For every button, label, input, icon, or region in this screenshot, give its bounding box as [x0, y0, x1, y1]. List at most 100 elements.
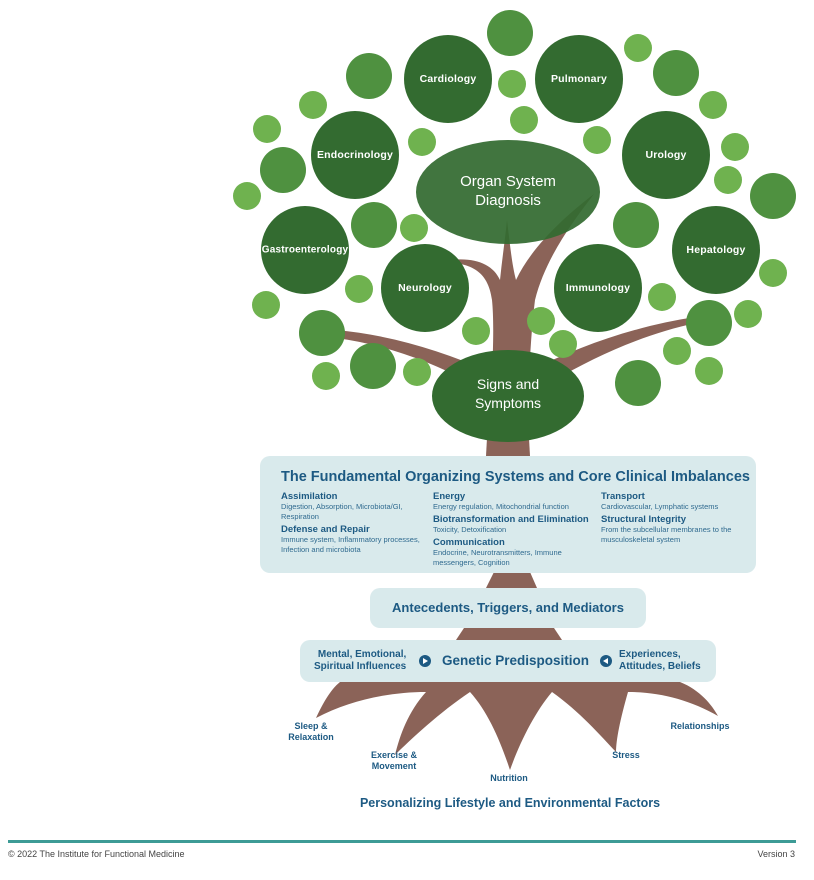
node-neurology-circle [381, 244, 469, 332]
trunk-main [438, 194, 594, 440]
node-immunology-circle [554, 244, 642, 332]
leaf-circle [345, 275, 373, 303]
system-biotransformation: Biotransformation and Elimination [433, 514, 589, 525]
system-assimilation-desc: Digestion, Absorption, Microbiota/GI, Re… [281, 502, 403, 521]
leaf-circle [695, 357, 723, 385]
organ-system-line1: Organ System [460, 173, 556, 190]
organ-system-line2: Diagnosis [475, 192, 541, 209]
system-communication-desc: Endocrine, Neurotransmitters, Immune mes… [433, 548, 562, 567]
fundamental-title: The Fundamental Organizing Systems and C… [281, 469, 750, 485]
root-nutrition: Nutrition [490, 773, 528, 783]
node-endocrinology: Endocrinology [316, 149, 394, 161]
leaf-circle [648, 283, 676, 311]
leaf-circle [527, 307, 555, 335]
leaf-circle [350, 343, 396, 389]
leaf-circle [400, 214, 428, 242]
leaf-circle [233, 182, 261, 210]
node-urology-circle [622, 111, 710, 199]
experiences-line2: Attitudes, Beliefs [619, 661, 701, 672]
leaf-circle [613, 202, 659, 248]
genetic-panel: Mental, Emotional, Spiritual Influences … [300, 640, 716, 682]
leaf-circle [299, 91, 327, 119]
system-structural-integrity-desc: From the subcellular membranes to the mu… [601, 525, 732, 544]
leaf-circle [351, 202, 397, 248]
node-hepatology: Hepatology [686, 244, 746, 256]
leaf-circle [252, 291, 280, 319]
fundamental-column-1: Assimilation Digestion, Absorption, Micr… [281, 491, 431, 557]
exercise-line1: Exercise & [370, 750, 418, 760]
leaf-circle [615, 360, 661, 406]
root-stress: Stress [612, 750, 640, 760]
node-urology: Urology [645, 149, 687, 161]
leaf-circle [583, 126, 611, 154]
root-exercise-movement: Exercise & Movement [371, 750, 417, 772]
experiences-line1: Experiences, [619, 649, 681, 660]
fundamental-systems-panel: The Fundamental Organizing Systems and C… [260, 456, 756, 573]
leaf-circle [299, 310, 345, 356]
trunk-mid [456, 628, 562, 640]
mental-line1: Mental, Emotional, [317, 649, 407, 660]
mental-emotional-label: Mental, Emotional, Spiritual Influences [314, 649, 406, 673]
leaf-circle [510, 106, 538, 134]
system-energy-desc: Energy regulation, Mitochondrial functio… [433, 502, 569, 511]
leaf-circle [686, 300, 732, 346]
node-cardiology: Cardiology [419, 73, 477, 85]
fundamental-column-2: Energy Energy regulation, Mitochondrial … [433, 491, 598, 570]
leaf-circle [487, 10, 533, 56]
footer-divider [8, 840, 796, 843]
leaf-circle [498, 70, 526, 98]
antecedents-label: Antecedents, Triggers, and Mediators [392, 600, 624, 615]
system-defense-repair-desc: Immune system, Inflammatory processes, I… [281, 535, 420, 554]
system-assimilation: Assimilation [281, 491, 338, 502]
fundamental-column-3: Transport Cardiovascular, Lymphatic syst… [601, 491, 746, 547]
leaf-circle [759, 259, 787, 287]
node-cardiology-circle [404, 35, 492, 123]
sleep-line2: Relaxation [288, 732, 334, 742]
node-pulmonary: Pulmonary [550, 73, 608, 85]
leaf-circle [750, 173, 796, 219]
organ-system-diagnosis-ellipse [416, 140, 600, 244]
root-shape [316, 682, 718, 770]
signs-symptoms-label: Signs and Symptoms [475, 375, 541, 413]
leaf-circle [253, 115, 281, 143]
system-structural-integrity: Structural Integrity [601, 514, 686, 525]
trunk-lower [486, 572, 537, 588]
node-hepatology-circle [672, 206, 760, 294]
node-gastroenterology-circle [261, 206, 349, 294]
leaf-circle [663, 337, 691, 365]
leaf-circle [624, 34, 652, 62]
leaf-circle [734, 300, 762, 328]
genetic-predisposition-label: Genetic Predisposition [442, 653, 590, 668]
arrow-right-icon [419, 655, 431, 667]
antecedents-panel: Antecedents, Triggers, and Mediators [370, 588, 646, 628]
node-immunology: Immunology [565, 282, 631, 294]
canopy-circles [233, 10, 796, 442]
leaf-circle [346, 53, 392, 99]
system-energy: Energy [433, 491, 466, 502]
footer-version: Version 3 [757, 849, 795, 859]
exercise-line2: Movement [371, 761, 417, 771]
branch-right [528, 317, 696, 395]
mental-line2: Spiritual Influences [314, 661, 407, 672]
leaf-circle [403, 358, 431, 386]
system-defense-repair: Defense and Repair [281, 524, 370, 535]
leaf-circle [721, 133, 749, 161]
system-transport: Transport [601, 491, 645, 502]
system-transport-desc: Cardiovascular, Lymphatic systems [601, 502, 719, 511]
node-neurology: Neurology [398, 282, 452, 294]
leaf-circle [714, 166, 742, 194]
node-endocrinology-circle [311, 111, 399, 199]
sleep-line1: Sleep & [294, 721, 328, 731]
arrow-left-icon [600, 655, 612, 667]
leaf-circle [699, 91, 727, 119]
leaf-circle [408, 128, 436, 156]
root-sleep-relaxation: Sleep & Relaxation [288, 721, 334, 743]
system-communication: Communication [433, 537, 505, 548]
node-gastroenterology: Gastroenterology [261, 244, 349, 256]
leaf-circle [462, 317, 490, 345]
experiences-label: Experiences, Attitudes, Beliefs [619, 649, 701, 673]
node-pulmonary-circle [535, 35, 623, 123]
organ-system-diagnosis-label: Organ System Diagnosis [460, 172, 556, 210]
system-biotransformation-desc: Toxicity, Detoxification [433, 525, 507, 534]
